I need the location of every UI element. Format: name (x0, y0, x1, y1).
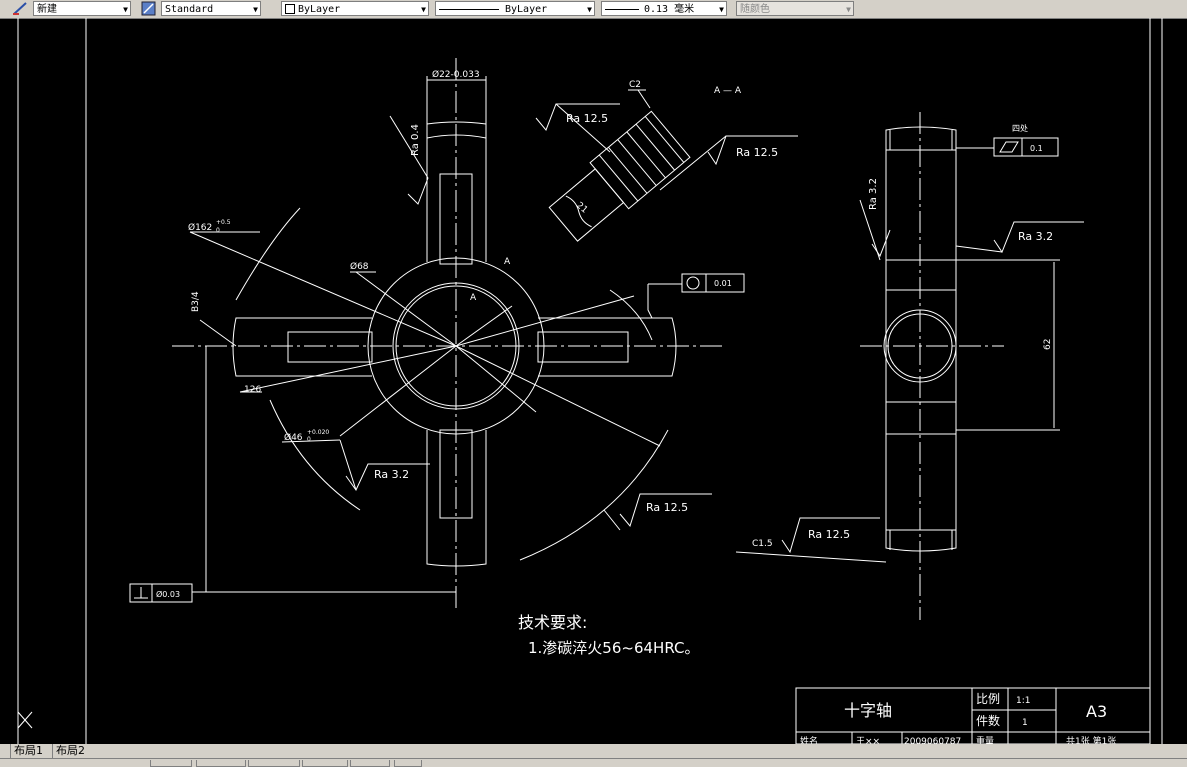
ra-12-5-section-right: Ra 12.5 (736, 146, 778, 159)
four-places-note: 四处 (1012, 123, 1028, 133)
scale-label: 比例 (976, 692, 1000, 706)
tab-layout-2[interactable]: 布局2 (52, 744, 88, 758)
sheet-size: A3 (1086, 702, 1107, 721)
circularity-value: 0.01 (714, 279, 732, 288)
tech-requirements-item-1: 1.渗碳淬火56~64HRC。 (528, 639, 699, 657)
weight-label: 重量 (976, 735, 994, 744)
ra-3-2-front: Ra 3.2 (374, 468, 409, 481)
section-annotations (535, 89, 798, 191)
dim-21: 21 (574, 201, 589, 216)
front-view (172, 58, 722, 612)
qty-value: 1 (1022, 718, 1028, 728)
text-style-value: Standard (165, 4, 214, 15)
scale-value: 1:1 (1016, 696, 1030, 706)
ra-3-2-side-left: Ra 3.2 (868, 178, 879, 210)
text-style-icon[interactable] (141, 1, 157, 16)
ra-12-5-front: Ra 12.5 (646, 501, 688, 514)
drawing-frame (17, 18, 1163, 744)
lineweight-select[interactable]: 0.13 毫米▼ (601, 1, 727, 16)
chamfer-c1-5: C1.5 (752, 539, 773, 549)
section-label: A — A (714, 86, 742, 96)
sheet-count: 共1张 第1张 (1066, 735, 1116, 744)
chamfer-c2: C2 (629, 80, 641, 90)
dim-62: 62 (1043, 339, 1053, 350)
dimension-style-value: 新建 (37, 4, 57, 15)
dimension-style-select[interactable]: 新建▼ (33, 1, 131, 16)
text-style-select[interactable]: Standard▼ (161, 1, 261, 16)
section-mark-a2: A (504, 257, 511, 267)
tab-layout-1[interactable]: 布局1 (10, 744, 46, 758)
properties-toolbar: 新建▼ Standard▼ ByLayer▼ ByLayer▼ 0.13 毫米▼… (0, 0, 1187, 19)
flatness-frame (993, 137, 1059, 157)
linetype-value: ByLayer (505, 4, 548, 15)
dim-phi68: Ø68 (350, 261, 369, 272)
side-view (735, 112, 1084, 620)
lineweight-value: 0.13 毫米 (644, 4, 695, 15)
name-label: 姓名 (800, 735, 818, 744)
perpendicularity-frame (129, 583, 193, 603)
linetype-line-icon (439, 8, 499, 10)
qty-label: 件数 (976, 713, 1000, 728)
dim-phi162-tol2: 0 (216, 227, 220, 234)
perpendicularity-value: Ø0.03 (156, 589, 180, 599)
drawing-canvas[interactable]: Ø22-0.033 Ra 0.4 Ø162 +0.5 0 B3/4 Ø68 12… (0, 18, 1187, 744)
part-name: 十字轴 (844, 701, 892, 720)
flatness-value: 0.1 (1030, 144, 1043, 153)
ra-12-5-section-left: Ra 12.5 (566, 112, 608, 125)
tech-requirements-title: 技术要求: (518, 613, 587, 632)
layer-swatch-icon (285, 4, 295, 14)
plot-style-value: 随颜色 (740, 4, 770, 15)
ucs-icon (17, 711, 33, 729)
ra-12-5-side: Ra 12.5 (808, 528, 850, 541)
ra-0-4: Ra 0.4 (410, 124, 421, 156)
layer-select[interactable]: ByLayer▼ (281, 1, 429, 16)
title-block (795, 687, 1151, 744)
lineweight-line-icon (605, 8, 639, 10)
layout-tabs: 布局1 布局2 (0, 744, 1187, 758)
dim-phi46-tol: +0.020 (307, 429, 329, 436)
plot-style-select[interactable]: 随颜色▼ (736, 1, 854, 16)
dim-phi162: Ø162 (188, 222, 212, 233)
ra-3-2-side-right: Ra 3.2 (1018, 230, 1053, 243)
dim-126: 126 (244, 385, 261, 395)
section-mark-a: A (470, 293, 477, 303)
section-view (548, 110, 691, 242)
dim-b3-4: B3/4 (191, 291, 201, 312)
name-value: 王×× (856, 736, 880, 744)
student-number: 2009060787 (904, 737, 961, 744)
linetype-select[interactable]: ByLayer▼ (435, 1, 595, 16)
circularity-frame (648, 273, 745, 293)
dim-phi46-tol2: 0 (307, 436, 311, 443)
dim-phi22: Ø22-0.033 (432, 69, 480, 80)
new-style-icon[interactable] (12, 1, 28, 16)
layer-value: ByLayer (298, 4, 341, 15)
dim-phi46: Ø46 (284, 432, 303, 443)
dim-phi162-tol: +0.5 (216, 219, 231, 226)
